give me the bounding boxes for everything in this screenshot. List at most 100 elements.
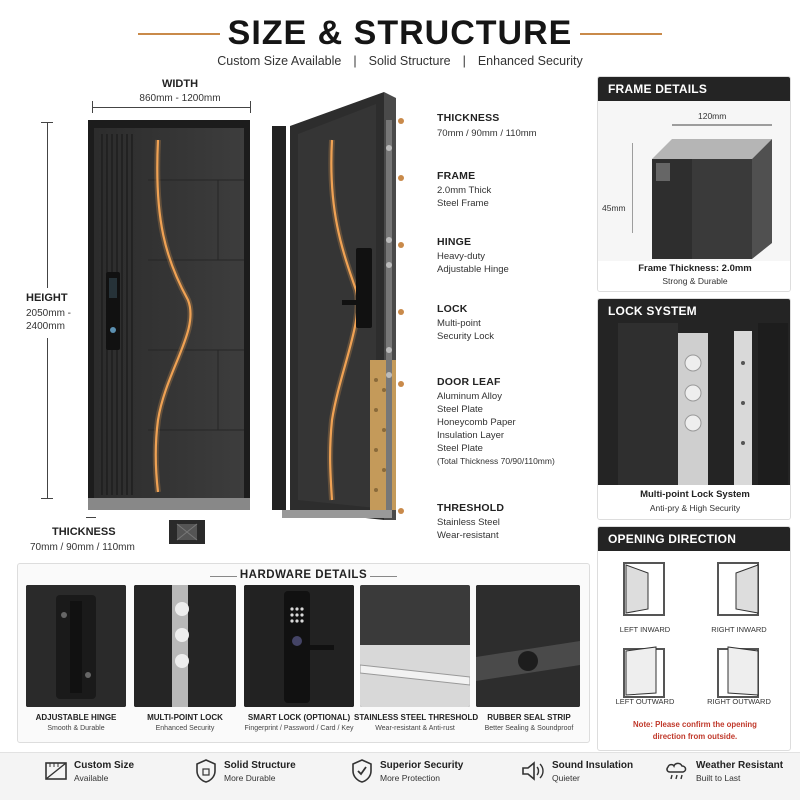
width-dimension-line [92,107,250,108]
shield-icon [196,759,216,783]
spec-title: THICKNESS [437,112,500,124]
lock-system-illustration [598,323,790,485]
lock-system-panel: LOCK SYSTEM Multi-point Lock System Anti… [597,298,791,520]
lock-caption-box [598,485,790,519]
height-label: HEIGHT [26,292,68,304]
door-section-icon [169,520,205,544]
feature-sub: More Protection [380,773,440,783]
hardware-item-sub: Wear-resistant & Anti-rust [375,725,455,732]
opening-direction-title: OPENING DIRECTION [598,527,790,551]
hardware-item-sub: Fingerprint / Password / Card / Key [244,725,354,732]
frame-profile-illustration [632,124,772,259]
title-rule-right [580,33,662,35]
speaker-icon [522,761,544,781]
spec-marker [398,381,404,387]
page-title: SIZE & STRUCTURE [227,14,573,52]
smart-lock-photo [244,585,354,707]
hardware-item-sub: Smooth & Durable [47,725,105,732]
frame-height-dim: 45mm [602,203,626,213]
hardware-item-name: MULTI-POINT LOCK [147,713,223,722]
spec-title: THRESHOLD [437,502,505,514]
spec-marker [398,242,404,248]
frame-details-title: FRAME DETAILS [598,77,790,101]
seal-strip-photo [476,585,580,707]
feature-bar [0,752,800,800]
feature-sub: Quieter [552,773,580,783]
height-dimension-tick [41,498,53,499]
spec-line: Aluminum Alloy [437,391,502,402]
spec-marker [398,118,404,124]
width-label: WIDTH [161,78,199,90]
hinge-icon [26,585,126,707]
frame-caption: Frame Thickness: 2.0mm [638,263,752,274]
open-door-illustration [272,92,396,520]
opening-label: LEFT INWARD [619,625,671,634]
multipoint-lock-photo [134,585,236,707]
subtitle-item: Enhanced Security [477,54,583,68]
hardware-rule-left [210,576,237,577]
lock-caption-sub: Anti-pry & High Security [649,503,741,513]
thickness-value: 70mm / 90mm / 110mm [30,542,135,553]
multipoint-lock-icon [134,585,236,707]
feature-sub: Built to Last [696,773,741,783]
right-outward-diagram [717,646,759,698]
spec-line: 70mm / 90mm / 110mm [437,128,537,139]
spec-line: Heavy-duty [437,251,486,262]
spec-marker [398,309,404,315]
frame-width-dim: 120mm [698,111,727,121]
opening-note: direction from outside. [652,732,738,741]
spec-marker [398,508,404,514]
spec-line: Multi-point [437,318,481,329]
thickness-dimension-line [86,517,96,518]
opening-label: LEFT OUTWARD [615,697,675,706]
height-value: 2050mm - [26,308,72,319]
feature-sub: Available [74,773,109,783]
spec-title: HINGE [437,236,472,248]
hardware-rule-right [370,576,397,577]
hardware-item-name: STAINLESS STEEL THRESHOLD [354,713,479,722]
width-value: 860mm - 1200mm [139,93,221,104]
subtitle-item: Solid Structure [368,54,451,68]
spec-line: Adjustable Hinge [437,264,509,275]
hardware-item-name: SMART LOCK (OPTIONAL) [247,713,351,722]
opening-direction-panel: OPENING DIRECTION LEFT INWARD RIGHT INWA… [597,526,791,751]
spec-marker [398,175,404,181]
opening-note: Note: Please confirm the opening [633,720,757,729]
feature-name: Sound Insulation [552,760,634,771]
spec-line: Security Lock [437,331,495,342]
height-dimension-tick [41,122,53,123]
frame-caption-box [598,261,790,291]
spec-line: Steel Plate [437,404,483,415]
weather-icon [666,762,687,780]
page-subtitle: Custom Size Available|Solid Structure|En… [0,54,800,68]
feature-name: Weather Resistant [696,760,784,771]
feature-name: Superior Security [380,760,464,771]
frame-caption-sub: Strong & Durable [662,276,728,286]
threshold-icon [360,585,470,707]
ruler-icon [45,762,67,780]
height-label-box [20,288,78,338]
hardware-item-sub: Better Sealing & Soundproof [484,725,574,732]
spec-line: Stainless Steel [437,517,500,528]
subtitle-item: Custom Size Available [217,54,342,68]
spec-line: Insulation Layer [437,430,505,441]
left-outward-diagram [623,646,665,698]
spec-line: Steel Frame [437,198,489,209]
hardware-item-name: RUBBER SEAL STRIP [487,713,571,722]
spec-line: (Total Thickness 70/90/110mm) [437,456,555,466]
spec-title: DOOR LEAF [437,376,501,388]
opening-label: RIGHT INWARD [711,625,767,634]
spec-title: FRAME [437,170,476,182]
width-dimension-tick [92,101,93,113]
threshold-photo [360,585,470,707]
spec-line: Steel Plate [437,443,483,454]
subtitle-separator: | [462,54,466,68]
hinge-photo [26,585,126,707]
feature-name: Solid Structure [224,760,296,771]
spec-title: LOCK [437,303,468,315]
hardware-title: HARDWARE DETAILS [239,569,368,581]
right-inward-diagram [717,562,759,616]
shield-check-icon [352,759,372,783]
frame-details-panel: FRAME DETAILS 120mm 45mm Frame Thickness… [597,76,791,292]
spec-line: 2.0mm Thick [437,185,492,196]
